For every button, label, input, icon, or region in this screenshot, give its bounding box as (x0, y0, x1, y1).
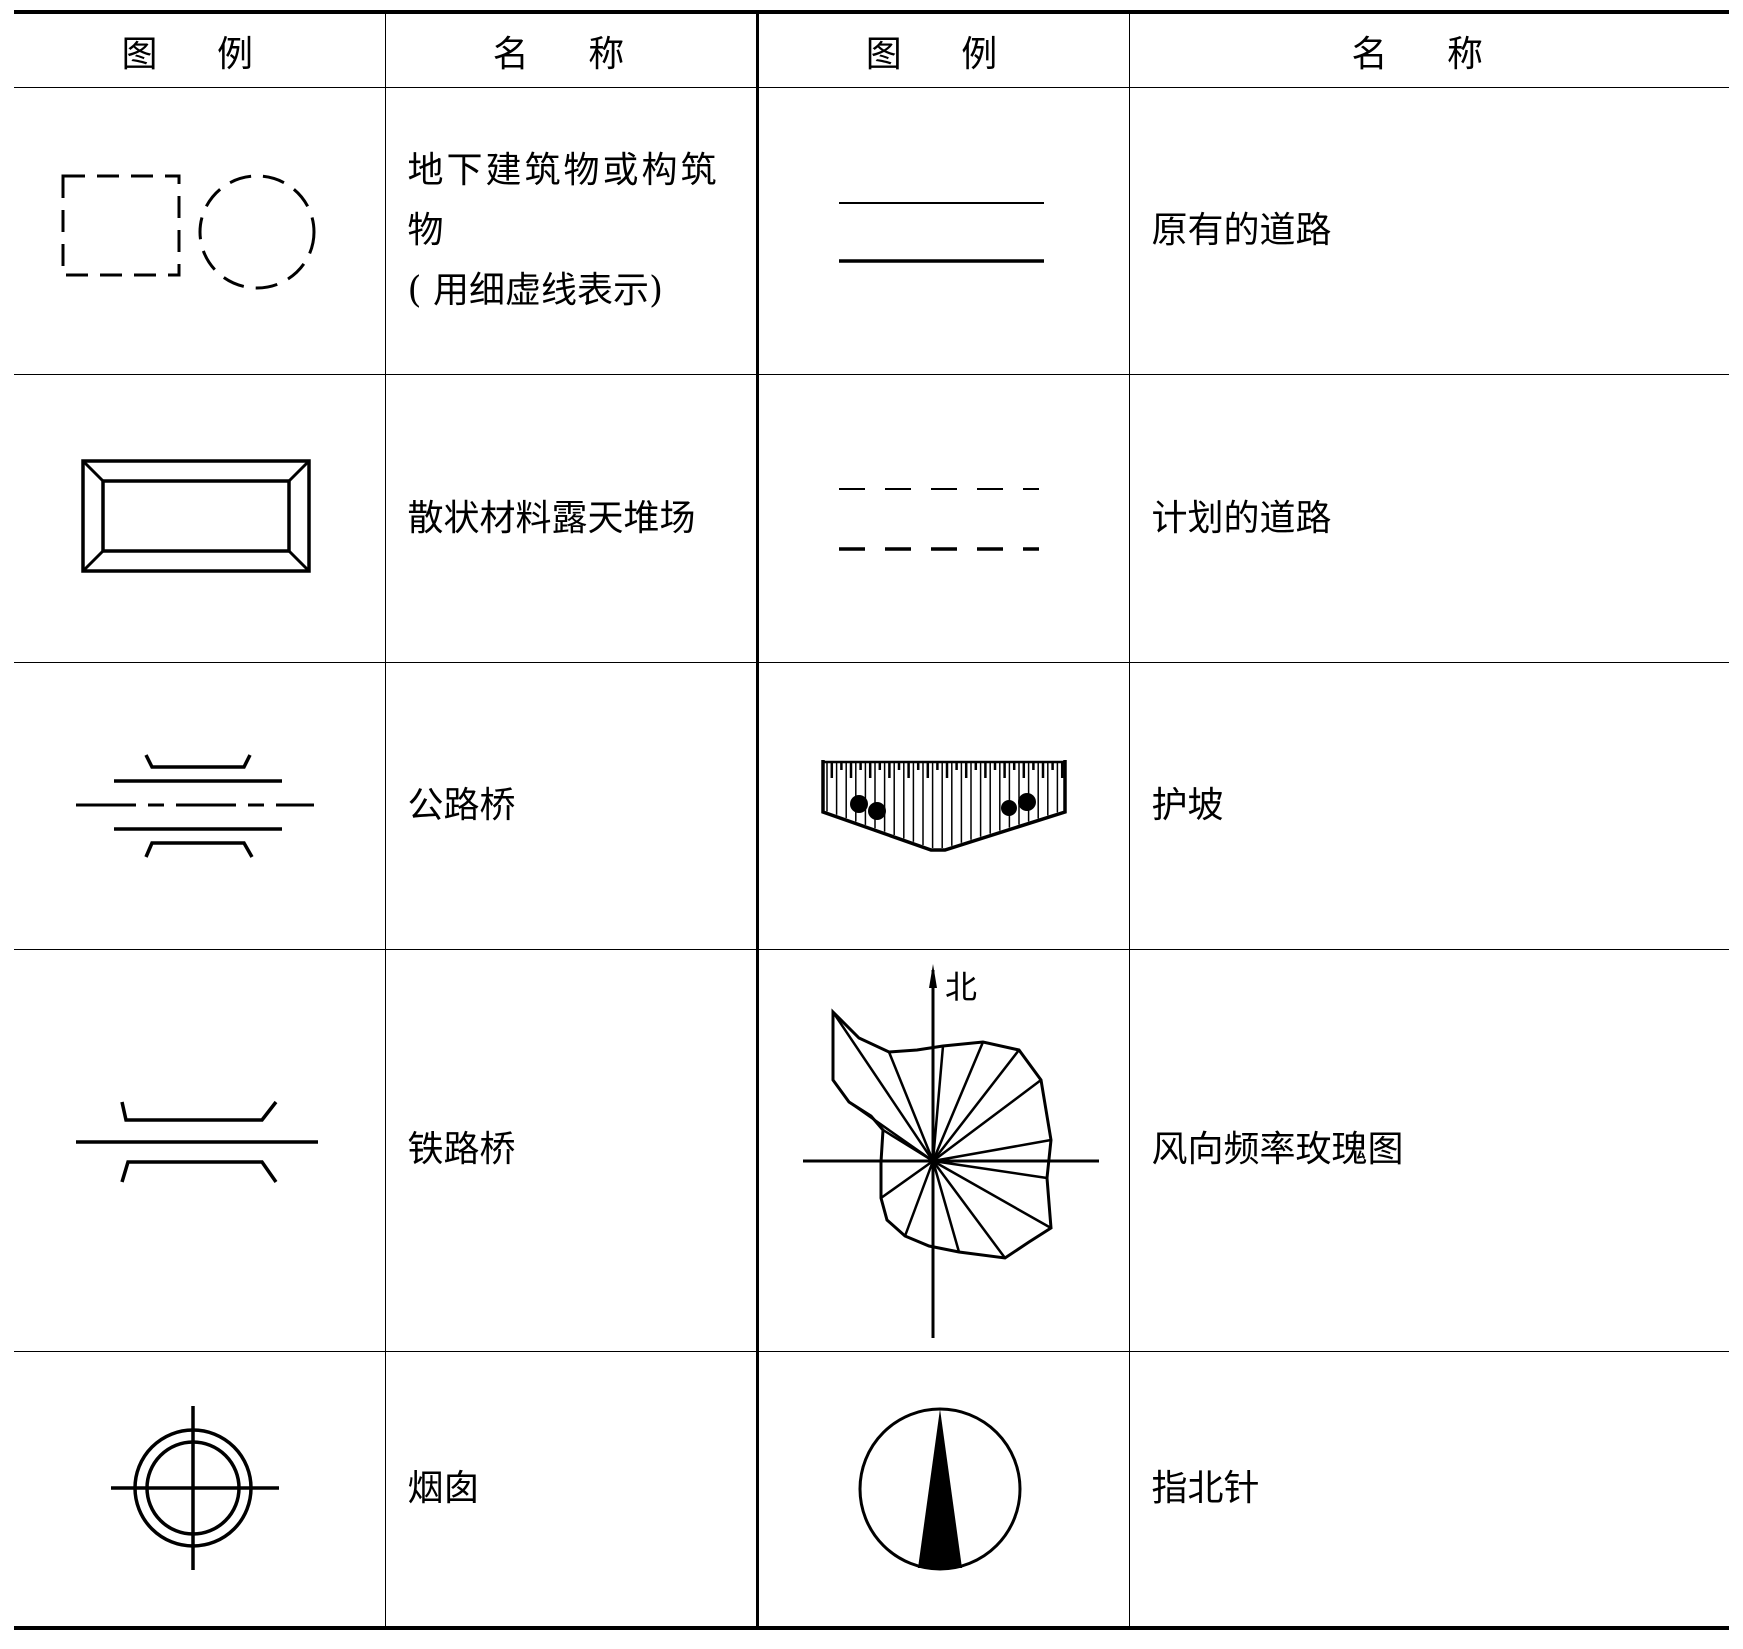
symbol-cell (14, 1350, 386, 1630)
name-cell: 护坡 (1128, 661, 1729, 951)
symbol-cell (14, 86, 386, 376)
symbol-cell (14, 949, 386, 1352)
table-row: 烟囱 指北针 (14, 1350, 1729, 1630)
table-row: 地下建筑物或构筑物 ( 用细虚线表示) 原有的道路 (14, 86, 1729, 376)
table-row: 散状材料露天堆场 计划的道路 (14, 374, 1729, 663)
header-name-left: 名 称 (384, 10, 758, 88)
legend-table: 图 例 名 称 图 例 名 称 地下建筑物或构筑物 ( 用细虚线表示) (14, 10, 1729, 1630)
header-legend-right: 图 例 (755, 10, 1130, 88)
name-cell: 公路桥 (384, 661, 758, 951)
header-legend-left: 图 例 (14, 10, 386, 88)
name-cell: 指北针 (1128, 1350, 1729, 1630)
table-row: 公路桥 护坡 (14, 661, 1729, 951)
slope-protection-icon (820, 760, 1067, 852)
highway-bridge-icon (76, 754, 315, 858)
existing-road-icon (838, 202, 1044, 263)
symbol-cell: 北 (755, 949, 1130, 1352)
symbol-cell (755, 661, 1130, 951)
name-underground-building: 地下建筑物或构筑物 (407, 150, 720, 252)
name-cell: 风向频率玫瑰图 (1128, 949, 1729, 1352)
name-cell: 地下建筑物或构筑物 ( 用细虚线表示) (384, 86, 758, 376)
name-underground-building-note: ( 用细虚线表示) (407, 270, 664, 312)
name-cell: 散状材料露天堆场 (384, 374, 758, 663)
symbol-cell (755, 374, 1130, 663)
symbol-cell (755, 86, 1130, 376)
name-cell: 铁路桥 (384, 949, 758, 1352)
name-cell: 烟囱 (384, 1350, 758, 1630)
railway-bridge-icon (76, 1101, 319, 1184)
symbol-cell (14, 374, 386, 663)
north-label: 北 (945, 968, 977, 1006)
underground-building-icon (61, 174, 316, 290)
name-cell: 原有的道路 (1128, 86, 1729, 376)
header-row: 图 例 名 称 图 例 名 称 (14, 10, 1729, 88)
symbol-cell (14, 661, 386, 951)
symbol-cell (755, 1350, 1130, 1630)
header-name-right: 名 称 (1128, 10, 1729, 88)
chimney-icon (111, 1405, 280, 1570)
compass-icon (858, 1407, 1021, 1571)
wind-rose-icon: 北 (802, 964, 1099, 1339)
open-storage-yard-icon (81, 458, 311, 573)
table-row: 铁路桥 北 (14, 949, 1729, 1352)
planned-road-icon (838, 487, 1039, 551)
name-cell: 计划的道路 (1128, 374, 1729, 663)
